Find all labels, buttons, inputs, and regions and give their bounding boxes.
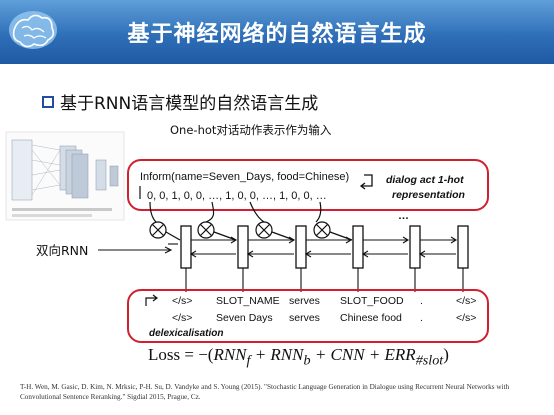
brain-logo-icon bbox=[9, 11, 57, 49]
row2-token: serves bbox=[289, 312, 320, 324]
row2-token: Chinese food bbox=[340, 312, 402, 324]
row2-token: </s> bbox=[456, 312, 476, 324]
citation: T-H. Wen, M. Gasic, D. Kim, N. Mrksic, P… bbox=[20, 383, 510, 401]
row1-token: SLOT_FOOD bbox=[340, 295, 404, 307]
row2-token: </s> bbox=[172, 312, 192, 324]
delexicalisation-label: delexicalisation bbox=[149, 328, 223, 339]
loss-term: + RNN bbox=[250, 345, 304, 364]
row2-token: Seven Days bbox=[216, 312, 273, 324]
gate-icons bbox=[149, 221, 331, 239]
row1-token: serves bbox=[289, 295, 320, 307]
rnn-cells bbox=[180, 225, 469, 269]
loss-formula: Loss = −(RNNf + RNNb + CNN + ERR#slot) bbox=[148, 345, 449, 369]
section-heading: 基于RNN语言模型的自然语言生成 bbox=[60, 94, 319, 114]
row1-token: </s> bbox=[172, 295, 192, 307]
bullet-square-icon bbox=[42, 96, 54, 108]
slide-title: 基于神经网络的自然语言生成 bbox=[127, 22, 427, 47]
delexicalisation-box bbox=[127, 289, 489, 343]
dialog-act-box bbox=[127, 159, 489, 211]
annotation-line2: representation bbox=[392, 189, 465, 201]
loss-sub: f bbox=[246, 352, 251, 369]
row1-token: SLOT_NAME bbox=[216, 295, 280, 307]
row2-token: . bbox=[420, 312, 423, 324]
annotation-line1: dialog act 1-hot bbox=[386, 174, 464, 186]
title-bar bbox=[0, 0, 554, 64]
ellipsis: … bbox=[398, 210, 409, 222]
inform-line: Inform(name=Seven_Days, food=Chinese) bbox=[140, 171, 349, 183]
row1-token: . bbox=[420, 295, 423, 307]
loss-prefix: Loss = −( bbox=[148, 345, 214, 364]
loss-term: RNN bbox=[213, 345, 247, 364]
loss-term: + CNN + ERR bbox=[310, 345, 416, 364]
thumbnail-figure bbox=[5, 131, 125, 221]
loss-sub: b bbox=[303, 352, 311, 369]
row1-token: </s> bbox=[456, 295, 476, 307]
bidirectional-label: 双向RNN bbox=[36, 243, 88, 258]
onehot-note: One-hot对话动作表示作为输入 bbox=[170, 123, 332, 137]
onehot-vector: 0, 0, 1, 0, 0, …, 1, 0, 0, …, 1, 0, 0, … bbox=[147, 190, 327, 202]
loss-sub: #slot bbox=[415, 352, 444, 369]
loss-suffix: ) bbox=[443, 345, 449, 364]
